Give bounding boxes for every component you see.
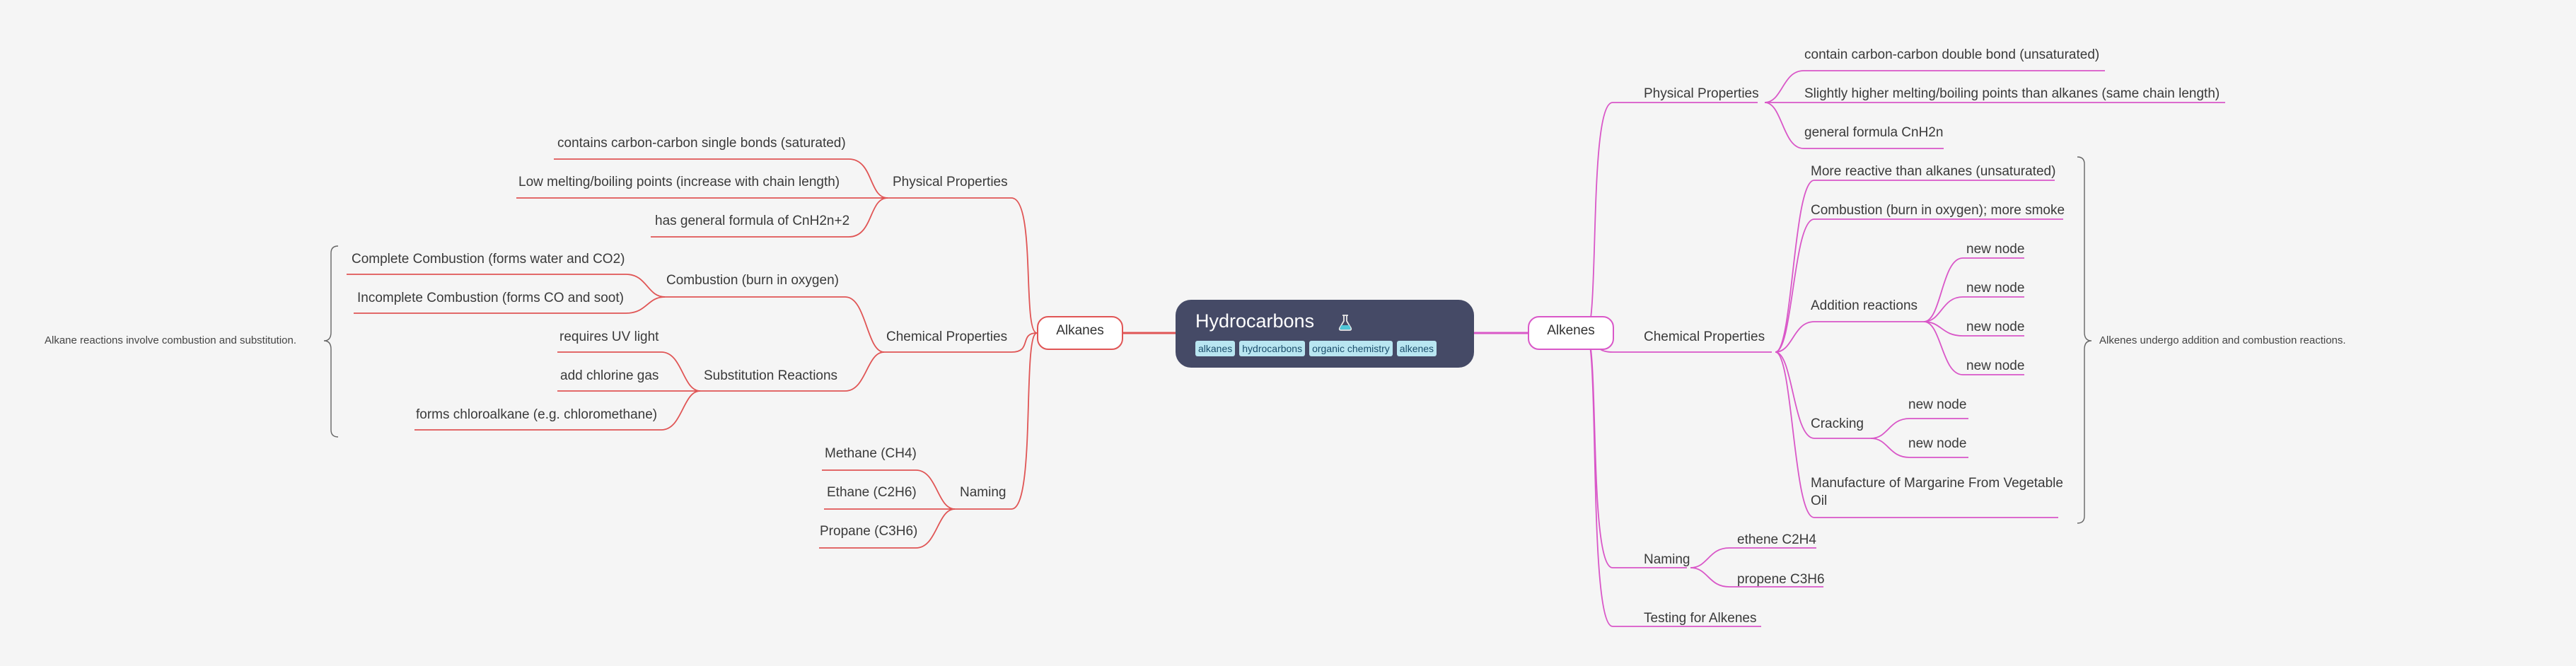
alkenes-margarine-line1[interactable]: Manufacture of Margarine From Vegetable	[1811, 476, 2063, 491]
alkenes-chemical-properties[interactable]: Chemical Properties	[1644, 329, 1765, 344]
alkanes-chemical-properties[interactable]: Chemical Properties	[886, 329, 1008, 344]
main-topic-alkenes[interactable]: Alkenes	[1528, 316, 1614, 350]
alkenes-addition-item[interactable]: new node	[1966, 281, 2025, 296]
alkanes-combustion[interactable]: Combustion (burn in oxygen)	[666, 273, 839, 288]
test-tube-icon	[1336, 313, 1354, 335]
main-topic-alkanes[interactable]: Alkanes	[1037, 316, 1123, 350]
alkanes-substitution-item[interactable]: forms chloroalkane (e.g. chloromethane)	[416, 407, 658, 422]
alkenes-naming[interactable]: Naming	[1644, 552, 1690, 567]
alkenes-cracking[interactable]: Cracking	[1811, 416, 1864, 431]
tag[interactable]: alkenes	[1396, 341, 1437, 357]
alkanes-physical-item[interactable]: has general formula of CnH2n+2	[655, 214, 850, 228]
alkenes-testing[interactable]: Testing for Alkenes	[1644, 611, 1757, 626]
alkenes-margarine-line2[interactable]: Oil	[1811, 493, 1828, 508]
alkenes-naming-item[interactable]: ethene C2H4	[1737, 532, 1816, 547]
alkanes-naming-item[interactable]: Methane (CH4)	[825, 446, 917, 461]
alkenes-addition-item[interactable]: new node	[1966, 242, 2025, 257]
alkenes-addition-reactions[interactable]: Addition reactions	[1811, 298, 1918, 313]
alkenes-naming-item[interactable]: propene C3H6	[1737, 572, 1825, 587]
alkanes-physical-item[interactable]: Low melting/boiling points (increase wit…	[518, 175, 840, 189]
alkanes-substitution-item[interactable]: requires UV light	[559, 329, 659, 344]
alkanes-naming-item[interactable]: Propane (C3H6)	[820, 524, 918, 539]
alkanes-summary[interactable]: Alkane reactions involve combustion and …	[45, 334, 297, 346]
alkenes-physical-item[interactable]: general formula CnH2n	[1804, 125, 1944, 140]
tag-list: alkanes hydrocarbons organic chemistry a…	[1195, 341, 1454, 357]
alkenes-summary-bracket	[2077, 156, 2092, 524]
alkanes-physical-properties[interactable]: Physical Properties	[893, 175, 1008, 189]
alkenes-physical-item[interactable]: Slightly higher melting/boiling points t…	[1804, 86, 2220, 101]
tag[interactable]: alkanes	[1195, 341, 1236, 357]
alkenes-cracking-item[interactable]: new node	[1908, 397, 1967, 412]
alkanes-summary-bracket	[323, 245, 339, 438]
tag[interactable]: hydrocarbons	[1239, 341, 1306, 357]
alkanes-substitution-item[interactable]: add chlorine gas	[560, 368, 659, 383]
alkanes-combustion-item[interactable]: Incomplete Combustion (forms CO and soot…	[357, 291, 624, 305]
alkenes-cracking-item[interactable]: new node	[1908, 436, 1967, 451]
alkenes-chemical-item[interactable]: Combustion (burn in oxygen); more smoke	[1811, 203, 2065, 218]
alkanes-naming[interactable]: Naming	[960, 485, 1006, 500]
alkanes-naming-item[interactable]: Ethane (C2H6)	[827, 485, 917, 500]
alkenes-addition-item[interactable]: new node	[1966, 320, 2025, 334]
central-topic[interactable]: Hydrocarbons alkanes hydrocarbons organi…	[1176, 300, 1474, 368]
alkenes-physical-item[interactable]: contain carbon-carbon double bond (unsat…	[1804, 47, 2100, 62]
alkenes-summary[interactable]: Alkenes undergo addition and combustion …	[2099, 334, 2346, 346]
central-topic-title: Hydrocarbons	[1195, 310, 1315, 332]
alkanes-physical-item[interactable]: contains carbon-carbon single bonds (sat…	[557, 136, 846, 151]
alkanes-combustion-item[interactable]: Complete Combustion (forms water and CO2…	[352, 252, 625, 267]
alkanes-substitution[interactable]: Substitution Reactions	[704, 368, 838, 383]
alkenes-physical-properties[interactable]: Physical Properties	[1644, 86, 1759, 101]
alkenes-chemical-item[interactable]: More reactive than alkanes (unsaturated)	[1811, 164, 2056, 179]
alkenes-addition-item[interactable]: new node	[1966, 358, 2025, 373]
tag[interactable]: organic chemistry	[1309, 341, 1393, 357]
